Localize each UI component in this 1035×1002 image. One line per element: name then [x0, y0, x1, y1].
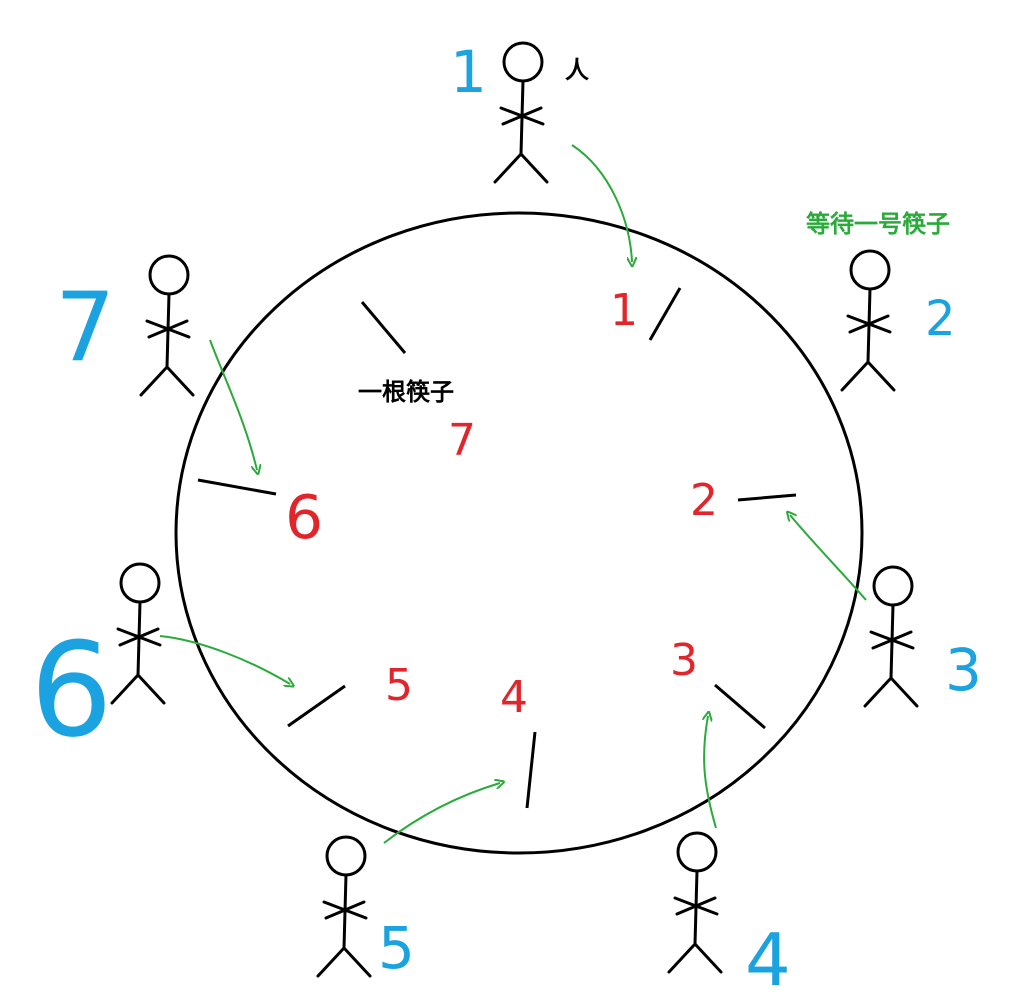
person-1 [493, 41, 549, 184]
chopstick-6 [197, 478, 277, 496]
chopstick-number-4: 4 [500, 672, 528, 723]
arrow-person-3-to-chopstick-2 [790, 515, 867, 601]
arrow-person-6-to-chopstick-5 [159, 635, 290, 684]
arrow-person-7-to-chopstick-6 [209, 339, 257, 470]
arrow-person-1-to-chopstick-1 [571, 144, 632, 262]
arrow-person-5-to-chopstick-4 [383, 783, 500, 844]
chopstick-5 [287, 684, 346, 728]
person-3 [863, 565, 919, 708]
chopstick-7 [360, 301, 407, 354]
person-number-4: 4 [745, 918, 791, 1002]
person-number-7: 7 [55, 273, 115, 383]
chopstick-number-6: 6 [285, 483, 323, 553]
chopstick-number-7: 7 [448, 415, 476, 466]
person-7 [139, 254, 195, 397]
chopstick-3 [714, 683, 766, 730]
chopstick-number-2: 2 [690, 475, 718, 526]
chopstick-2 [737, 493, 797, 502]
chopstick-number-5: 5 [385, 660, 413, 711]
person-5 [316, 835, 372, 978]
person-2 [840, 249, 896, 392]
person-number-3: 3 [945, 636, 982, 704]
person-label: 人 [565, 56, 589, 84]
person-number-1: 1 [450, 38, 487, 106]
wait-first-chopstick-label: 等待一号筷子 [806, 210, 950, 238]
arrow-person-4-to-chopstick-3 [704, 716, 717, 829]
one-chopstick-label: 一根筷子 [358, 378, 454, 406]
chopstick-number-1: 1 [610, 285, 638, 336]
person-6 [110, 562, 166, 705]
person-4 [667, 831, 723, 974]
person-number-6: 6 [30, 614, 113, 766]
person-number-5: 5 [378, 914, 415, 982]
chopstick-number-3: 3 [670, 635, 698, 686]
chopstick-1 [648, 287, 682, 341]
round-table [174, 211, 864, 855]
person-number-2: 2 [925, 291, 956, 347]
chopstick-4 [525, 731, 537, 809]
